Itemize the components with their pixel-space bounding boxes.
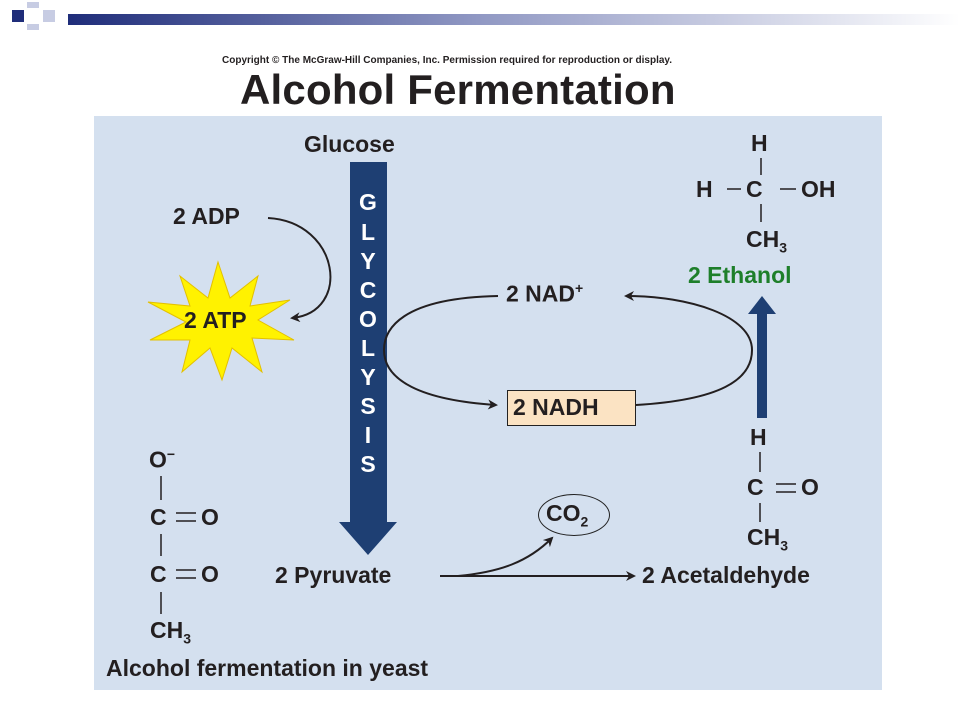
glycolysis-letter: I: [364, 422, 372, 448]
atom-c: C: [747, 474, 764, 500]
header-square: [27, 24, 39, 30]
atp-star: [147, 260, 295, 382]
co2-subscript: 2: [580, 513, 589, 530]
group-ch3: CH3: [747, 524, 788, 554]
header-square: [27, 2, 39, 8]
ethanol-label: 2 Ethanol: [688, 262, 792, 288]
co2-label: CO2: [546, 500, 588, 530]
ch-subscript: 3: [779, 239, 788, 256]
co2-ellipse: [538, 494, 610, 536]
glycolysis-letter: O: [359, 306, 377, 332]
pyruvate-label: 2 Pyruvate: [275, 562, 392, 588]
atom-c: C: [150, 504, 167, 530]
glycolysis-letter: L: [360, 335, 376, 361]
group-ch3: CH3: [746, 226, 787, 256]
atom-o: O: [201, 504, 219, 530]
glycolysis-arrow: [339, 162, 397, 555]
co2-text: CO: [546, 500, 581, 526]
ch-subscript: 3: [780, 537, 789, 554]
glycolysis-letter: C: [359, 277, 377, 303]
atom-o: O: [201, 561, 219, 587]
diagram-caption: Alcohol fermentation in yeast: [106, 655, 429, 681]
ch-text: CH: [747, 524, 781, 550]
adp-label: 2 ADP: [173, 203, 240, 229]
ch-text: CH: [746, 226, 780, 252]
atom-c: C: [746, 176, 763, 202]
header-square: [43, 10, 55, 22]
adp-atp-arrow: [267, 217, 332, 323]
group-oh: OH: [801, 176, 836, 202]
atom-c: C: [150, 561, 167, 587]
glycolysis-letter: Y: [360, 364, 376, 390]
glycolysis-letter: L: [360, 219, 376, 245]
nadh-label: 2 NADH: [513, 394, 599, 420]
header-gradient-bar: [68, 14, 960, 25]
group-ch3: CH3: [150, 617, 191, 647]
atom-h: H: [750, 424, 767, 450]
nad-label: 2 NAD+: [506, 280, 583, 308]
acetaldehyde-label: 2 Acetaldehyde: [642, 562, 810, 588]
ch-subscript: 3: [183, 630, 192, 647]
ch-text: CH: [150, 617, 184, 643]
nadh-cycle-left: [382, 295, 499, 410]
nad-cycle-right: [624, 291, 754, 406]
atp-label: 2 ATP: [184, 307, 247, 333]
glycolysis-letter: G: [359, 189, 377, 215]
nad-charge: +: [575, 280, 584, 296]
atom-o-minus: O−: [149, 446, 175, 474]
atom-h: H: [751, 130, 768, 156]
header-decoration: [12, 2, 960, 30]
glycolysis-letter: Y: [360, 248, 376, 274]
ethanol-arrow: [748, 296, 776, 418]
charge: −: [166, 446, 176, 462]
header-square: [12, 10, 24, 22]
atom-h: H: [696, 176, 713, 202]
glycolysis-letter: S: [360, 393, 376, 419]
nad-text: 2 NAD: [506, 280, 576, 307]
co2-release-arrow: [457, 536, 554, 577]
glycolysis-letter: S: [360, 451, 376, 477]
o-text: O: [149, 446, 167, 473]
copyright-notice: Copyright © The McGraw-Hill Companies, I…: [222, 55, 673, 66]
page-title: Alcohol Fermentation: [240, 66, 676, 113]
glucose-label: Glucose: [304, 131, 395, 157]
atom-o: O: [801, 474, 819, 500]
nadh-box: [507, 390, 636, 426]
